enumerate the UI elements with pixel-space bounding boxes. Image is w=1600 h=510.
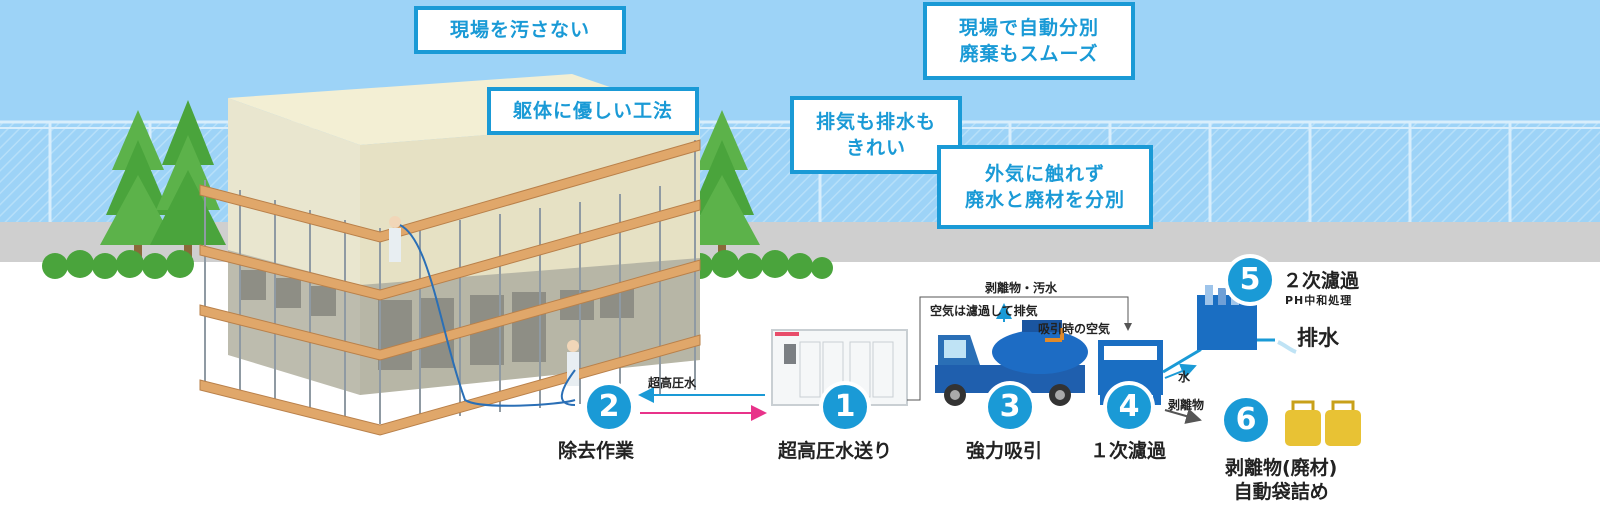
step-3-number: 3 (988, 385, 1032, 429)
step-5-sublabel: PH中和処理 (1285, 294, 1353, 307)
callout-auto-sort-text: 現場で自動分別 廃棄もスムーズ (958, 17, 1099, 65)
debris-bags (1285, 400, 1361, 446)
trees (42, 100, 833, 279)
label-water: 水 (1178, 370, 1191, 384)
step-3-label: 強力吸引 (966, 440, 1043, 462)
callout-separate: 外気に触れず 廃水と廃材を分別 (937, 145, 1153, 229)
label-suction-air: 吸引時の空気 (1038, 322, 1111, 336)
scaffold-planks (199, 139, 701, 436)
callout-no-dirt: 現場を汚さない (414, 6, 626, 54)
step-4-number: 4 (1107, 385, 1151, 429)
step-6-number: 6 (1224, 398, 1268, 442)
workers (389, 216, 579, 386)
hoses (399, 224, 576, 407)
callout-separate-text: 外気に触れず 廃水と廃材を分別 (964, 163, 1125, 211)
label-debris: 剥離物 (1168, 398, 1205, 412)
label-debris-wastewater: 剥離物・汚水 (985, 281, 1058, 295)
callout-auto-sort: 現場で自動分別 廃棄もスムーズ (923, 2, 1135, 80)
step-1-label: 超高圧水送り (778, 440, 893, 462)
step-2-label: 除去作業 (558, 440, 635, 462)
step-6-label: 剥離物(廃材) 自動袋詰め (1225, 457, 1338, 503)
step-5-label: ２次濾過 (1283, 270, 1360, 292)
vacuum-truck (935, 303, 1088, 406)
callout-clean-exhaust: 排気も排水も きれい (790, 96, 962, 174)
callout-gentle-method: 躯体に優しい工法 (487, 87, 699, 135)
label-high-pressure-water: 超高圧水 (648, 376, 697, 390)
label-drainage: 排水 (1297, 326, 1339, 350)
step-4-label: １次濾過 (1090, 440, 1167, 462)
callout-clean-exhaust-text: 排気も排水も きれい (815, 111, 936, 159)
step-2-number: 2 (587, 385, 631, 429)
step-1-number: 1 (823, 385, 867, 429)
label-air-filtered: 空気は濾過して排気 (930, 304, 1038, 318)
step-5-number: 5 (1228, 258, 1272, 302)
